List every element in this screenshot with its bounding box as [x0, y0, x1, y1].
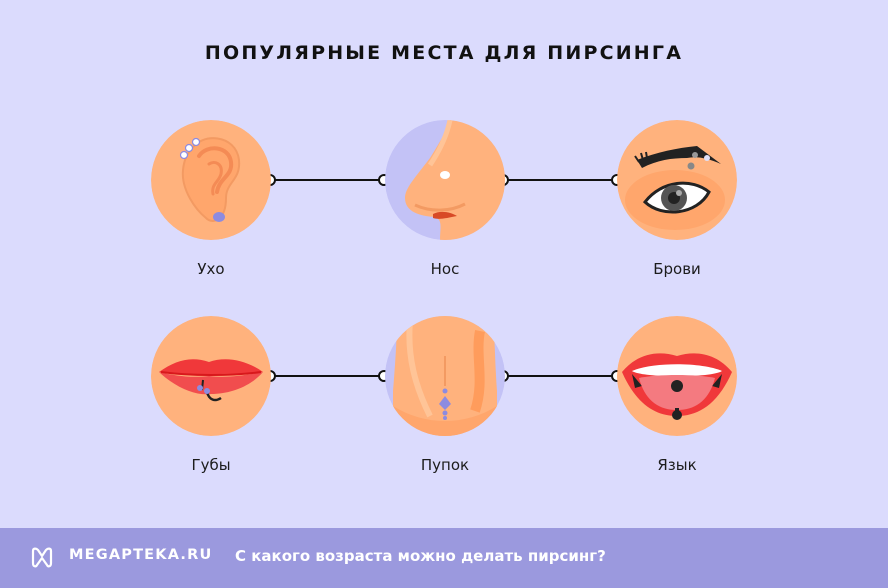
label-navel: Пупок [420, 456, 470, 474]
footer-bar: MEGAPTEKA.RU С какого возраста можно дел… [0, 528, 888, 588]
connector-ear-nose [270, 179, 384, 181]
place-ear [151, 120, 271, 240]
place-navel [385, 316, 505, 436]
ear-icon [151, 120, 271, 240]
connector-nose-eyebrow [503, 179, 617, 181]
connector-navel-tongue [503, 375, 617, 377]
brand-name[interactable]: MEGAPTEKA.RU [69, 547, 213, 563]
place-eyebrow [617, 120, 737, 240]
footer-question-link[interactable]: С какого возраста можно делать пирсинг? [235, 547, 606, 565]
megapteka-logo-icon[interactable] [29, 547, 55, 569]
place-tongue [617, 316, 737, 436]
nose-icon [385, 120, 505, 240]
label-ear: Ухо [197, 260, 225, 278]
navel-icon [385, 316, 505, 436]
lips-icon [151, 316, 271, 436]
connector-lips-navel [270, 375, 384, 377]
place-nose [385, 120, 505, 240]
tongue-icon [617, 316, 737, 436]
label-tongue: Язык [657, 456, 697, 474]
label-eyebrow: Брови [653, 260, 701, 278]
label-nose: Нос [430, 260, 460, 278]
eyebrow-icon [617, 120, 737, 240]
label-lips: Губы [191, 456, 231, 474]
page-title: ПОПУЛЯРНЫЕ МЕСТА ДЛЯ ПИРСИНГА [204, 42, 684, 64]
place-lips [151, 316, 271, 436]
